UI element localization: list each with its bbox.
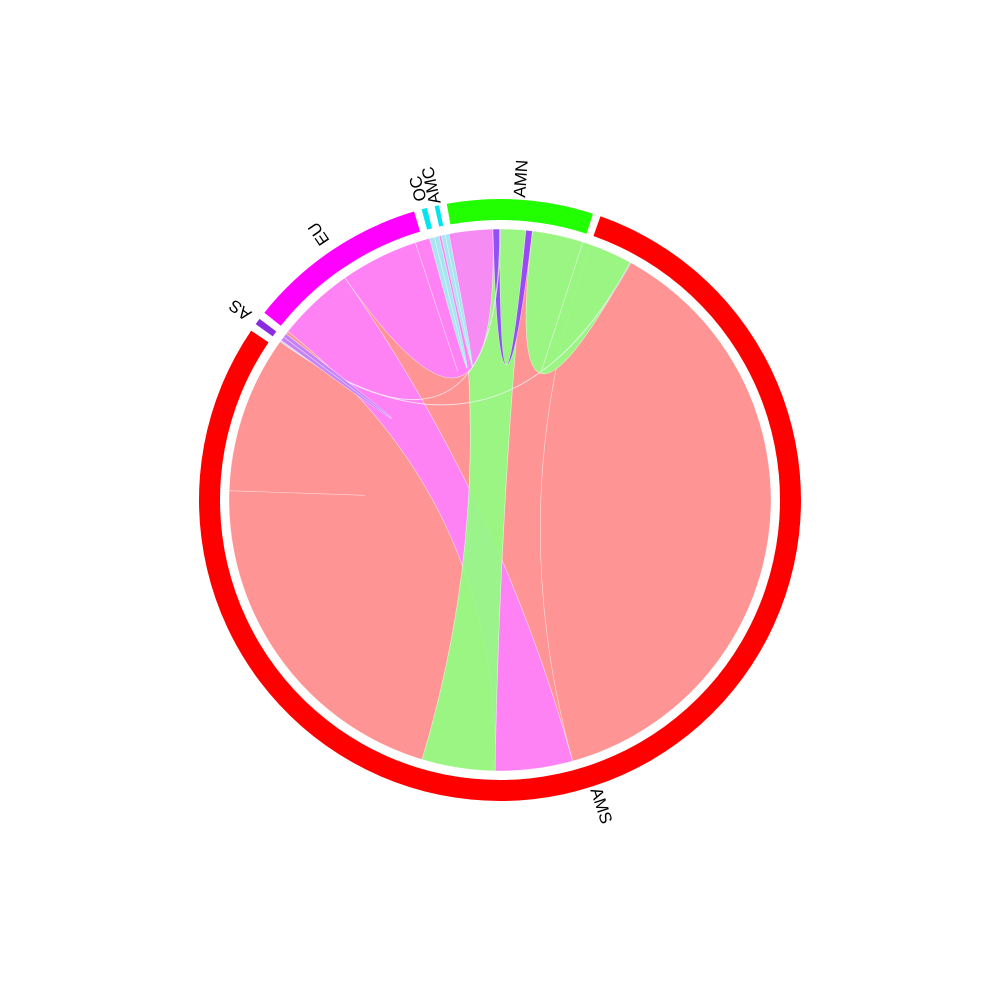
chord-sectors <box>199 199 802 801</box>
sector-label-as: AS <box>225 296 255 325</box>
sector-arc-amn <box>446 199 594 234</box>
sector-label-ams: AMS <box>586 785 616 826</box>
chord-link-oc-oc <box>429 235 468 369</box>
sector-arc-eu <box>264 211 421 326</box>
chord-link-eu-amn <box>492 228 533 366</box>
sector-arc-as <box>255 318 277 337</box>
chord-link-eu-eu <box>344 228 494 378</box>
chord-link-amc-amc <box>440 233 473 368</box>
chord-link-amn-amn <box>525 230 631 374</box>
sector-label-eu: EU <box>304 219 333 249</box>
chord-links <box>228 228 772 772</box>
chord-link-eu-ams <box>287 277 573 772</box>
sector-arc-amc <box>434 205 444 227</box>
chord-link-as-as <box>280 333 393 419</box>
sector-arc-oc <box>421 208 433 230</box>
sector-label-amn: AMN <box>510 159 532 198</box>
